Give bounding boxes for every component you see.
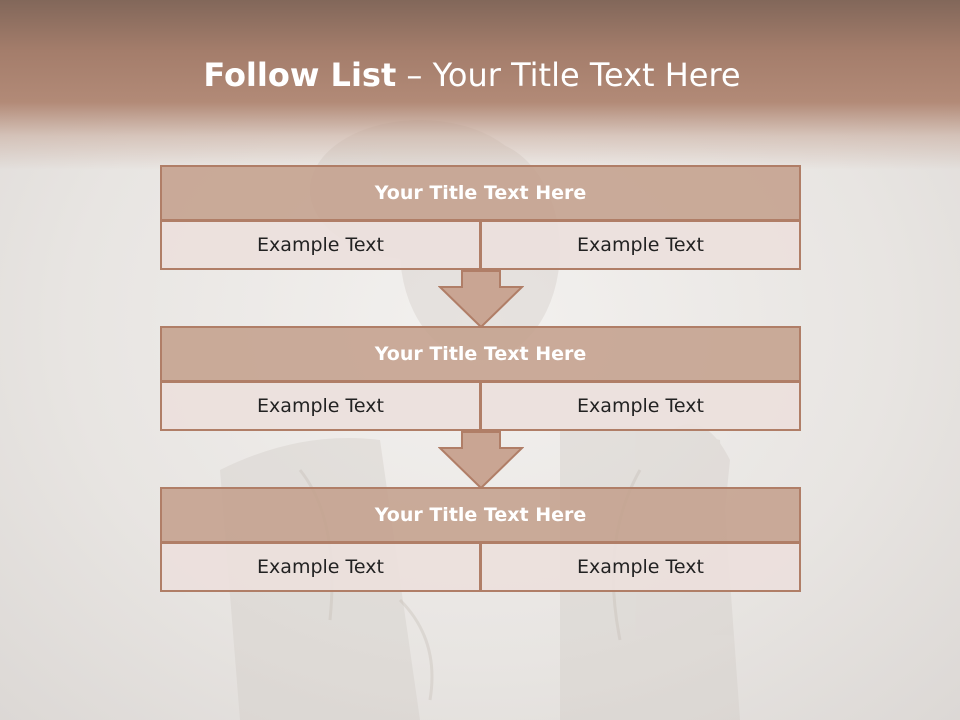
slide-title-main: Follow List [203,56,397,94]
step-cell-left: Example Text [160,543,481,592]
step-title: Your Title Text Here [160,487,801,543]
step-cell-right: Example Text [481,543,801,592]
slide-title: Follow List – Your Title Text Here [0,56,944,94]
step-row: Example Text Example Text [160,543,801,592]
step-cell-left: Example Text [160,382,481,431]
step-title: Your Title Text Here [160,165,801,221]
step-cell-left: Example Text [160,221,481,270]
header-band [0,0,960,170]
step-row: Example Text Example Text [160,221,801,270]
step-cell-right: Example Text [481,382,801,431]
step-box-3: Your Title Text Here Example Text Exampl… [160,487,801,592]
step-row: Example Text Example Text [160,382,801,431]
step-cell-right: Example Text [481,221,801,270]
step-title: Your Title Text Here [160,326,801,382]
down-arrow [438,270,524,328]
down-arrow [438,431,524,489]
step-box-2: Your Title Text Here Example Text Exampl… [160,326,801,431]
slide-title-rest: – Your Title Text Here [396,56,741,94]
step-box-1: Your Title Text Here Example Text Exampl… [160,165,801,270]
